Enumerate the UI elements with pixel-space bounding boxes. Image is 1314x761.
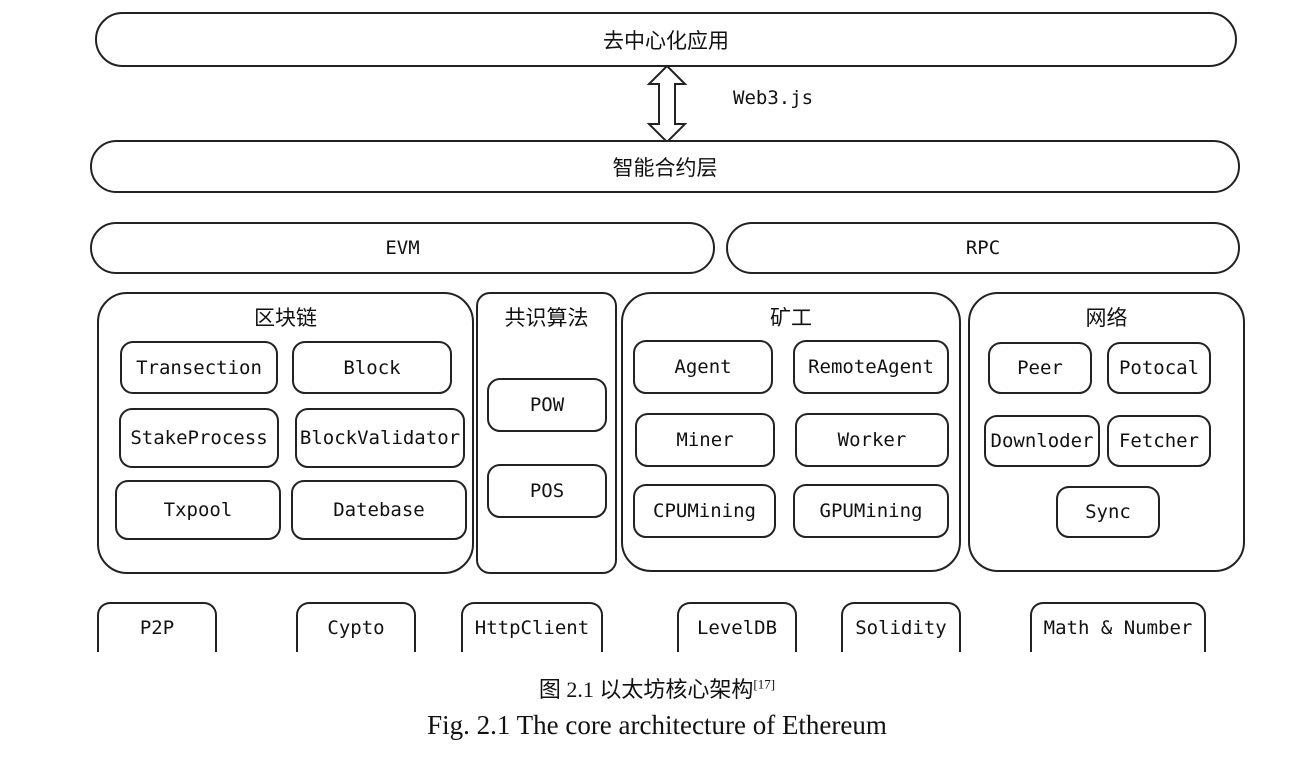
figure-caption-en: Fig. 2.1 The core architecture of Ethere… <box>427 710 887 740</box>
downloder-box: Downloder <box>984 415 1100 467</box>
rpc-layer: RPC <box>726 222 1240 274</box>
miner-title: 矿工 <box>770 306 812 330</box>
datebase-box: Datebase <box>291 480 467 540</box>
fetcher-box: Fetcher <box>1107 415 1211 467</box>
miner-group: 矿工 Agent RemoteAgent Miner Worker CPUMin… <box>621 292 961 572</box>
consensus-group: 共识算法 POW POS <box>476 292 617 574</box>
miner-box: Miner <box>635 413 775 467</box>
txpool-box: Txpool <box>115 480 281 540</box>
web3-label: Web3.js <box>733 87 814 109</box>
worker-box: Worker <box>795 413 949 467</box>
consensus-title: 共识算法 <box>504 306 589 330</box>
potocal-box: Potocal <box>1107 342 1211 394</box>
math-number-lib: Math & Number <box>1030 602 1206 652</box>
caption-cn-text: 图 2.1 以太坊核心架构 <box>538 677 754 702</box>
network-group: 网络 Peer Potocal Downloder Fetcher Sync <box>968 292 1245 572</box>
pos-box: POS <box>487 464 607 518</box>
gpumining-box: GPUMining <box>793 484 949 538</box>
figure-caption-cn: 图 2.1 以太坊核心架构[17] <box>0 672 1314 704</box>
cpumining-box: CPUMining <box>633 484 776 538</box>
network-title: 网络 <box>1085 306 1128 330</box>
transection-box: Transection <box>120 341 278 394</box>
solidity-lib: Solidity <box>841 602 961 652</box>
remoteagent-box: RemoteAgent <box>793 340 949 394</box>
cypto-lib: Cypto <box>296 602 416 652</box>
dapp-layer: 去中心化应用 <box>95 12 1237 67</box>
contract-layer: 智能合约层 <box>90 140 1240 193</box>
pow-box: POW <box>487 378 607 432</box>
double-arrow-icon <box>646 64 688 144</box>
stakeprocess-box: StakeProcess <box>119 408 279 468</box>
sync-box: Sync <box>1056 486 1160 538</box>
leveldb-lib: LevelDB <box>677 602 797 652</box>
p2p-lib: P2P <box>97 602 217 652</box>
blockchain-title: 区块链 <box>254 306 317 330</box>
httpclient-lib: HttpClient <box>461 602 603 652</box>
evm-layer: EVM <box>90 222 715 274</box>
caption-ref: [17] <box>753 676 776 692</box>
block-box: Block <box>292 341 452 394</box>
peer-box: Peer <box>988 342 1092 394</box>
agent-box: Agent <box>633 340 773 394</box>
blockchain-group: 区块链 Transection Block StakeProcess Block… <box>97 292 474 574</box>
blockvalidator-box: BlockValidator <box>295 408 465 468</box>
